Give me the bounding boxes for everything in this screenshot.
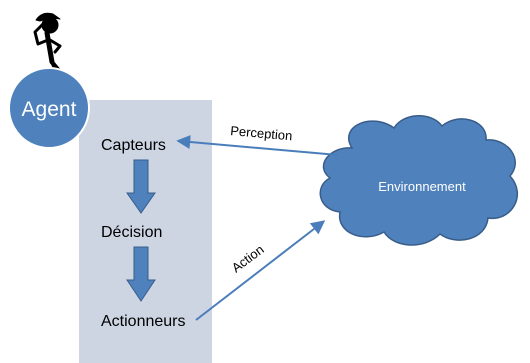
sensors-label: Capteurs — [101, 137, 166, 154]
environment-cloud — [319, 115, 518, 246]
down-arrow-decision-to-actuators — [126, 246, 156, 302]
perception-arrow — [176, 135, 339, 156]
decision-label: Décision — [101, 224, 162, 241]
agent-circle — [8, 67, 90, 149]
actuators-label: Actionneurs — [101, 313, 186, 330]
action-arrow — [195, 220, 326, 321]
down-arrow-sensors-to-decision — [126, 159, 156, 214]
perception-label: Perception — [230, 123, 293, 143]
agent-label: Agent — [22, 98, 77, 121]
environment-label: Environnement — [378, 179, 466, 194]
